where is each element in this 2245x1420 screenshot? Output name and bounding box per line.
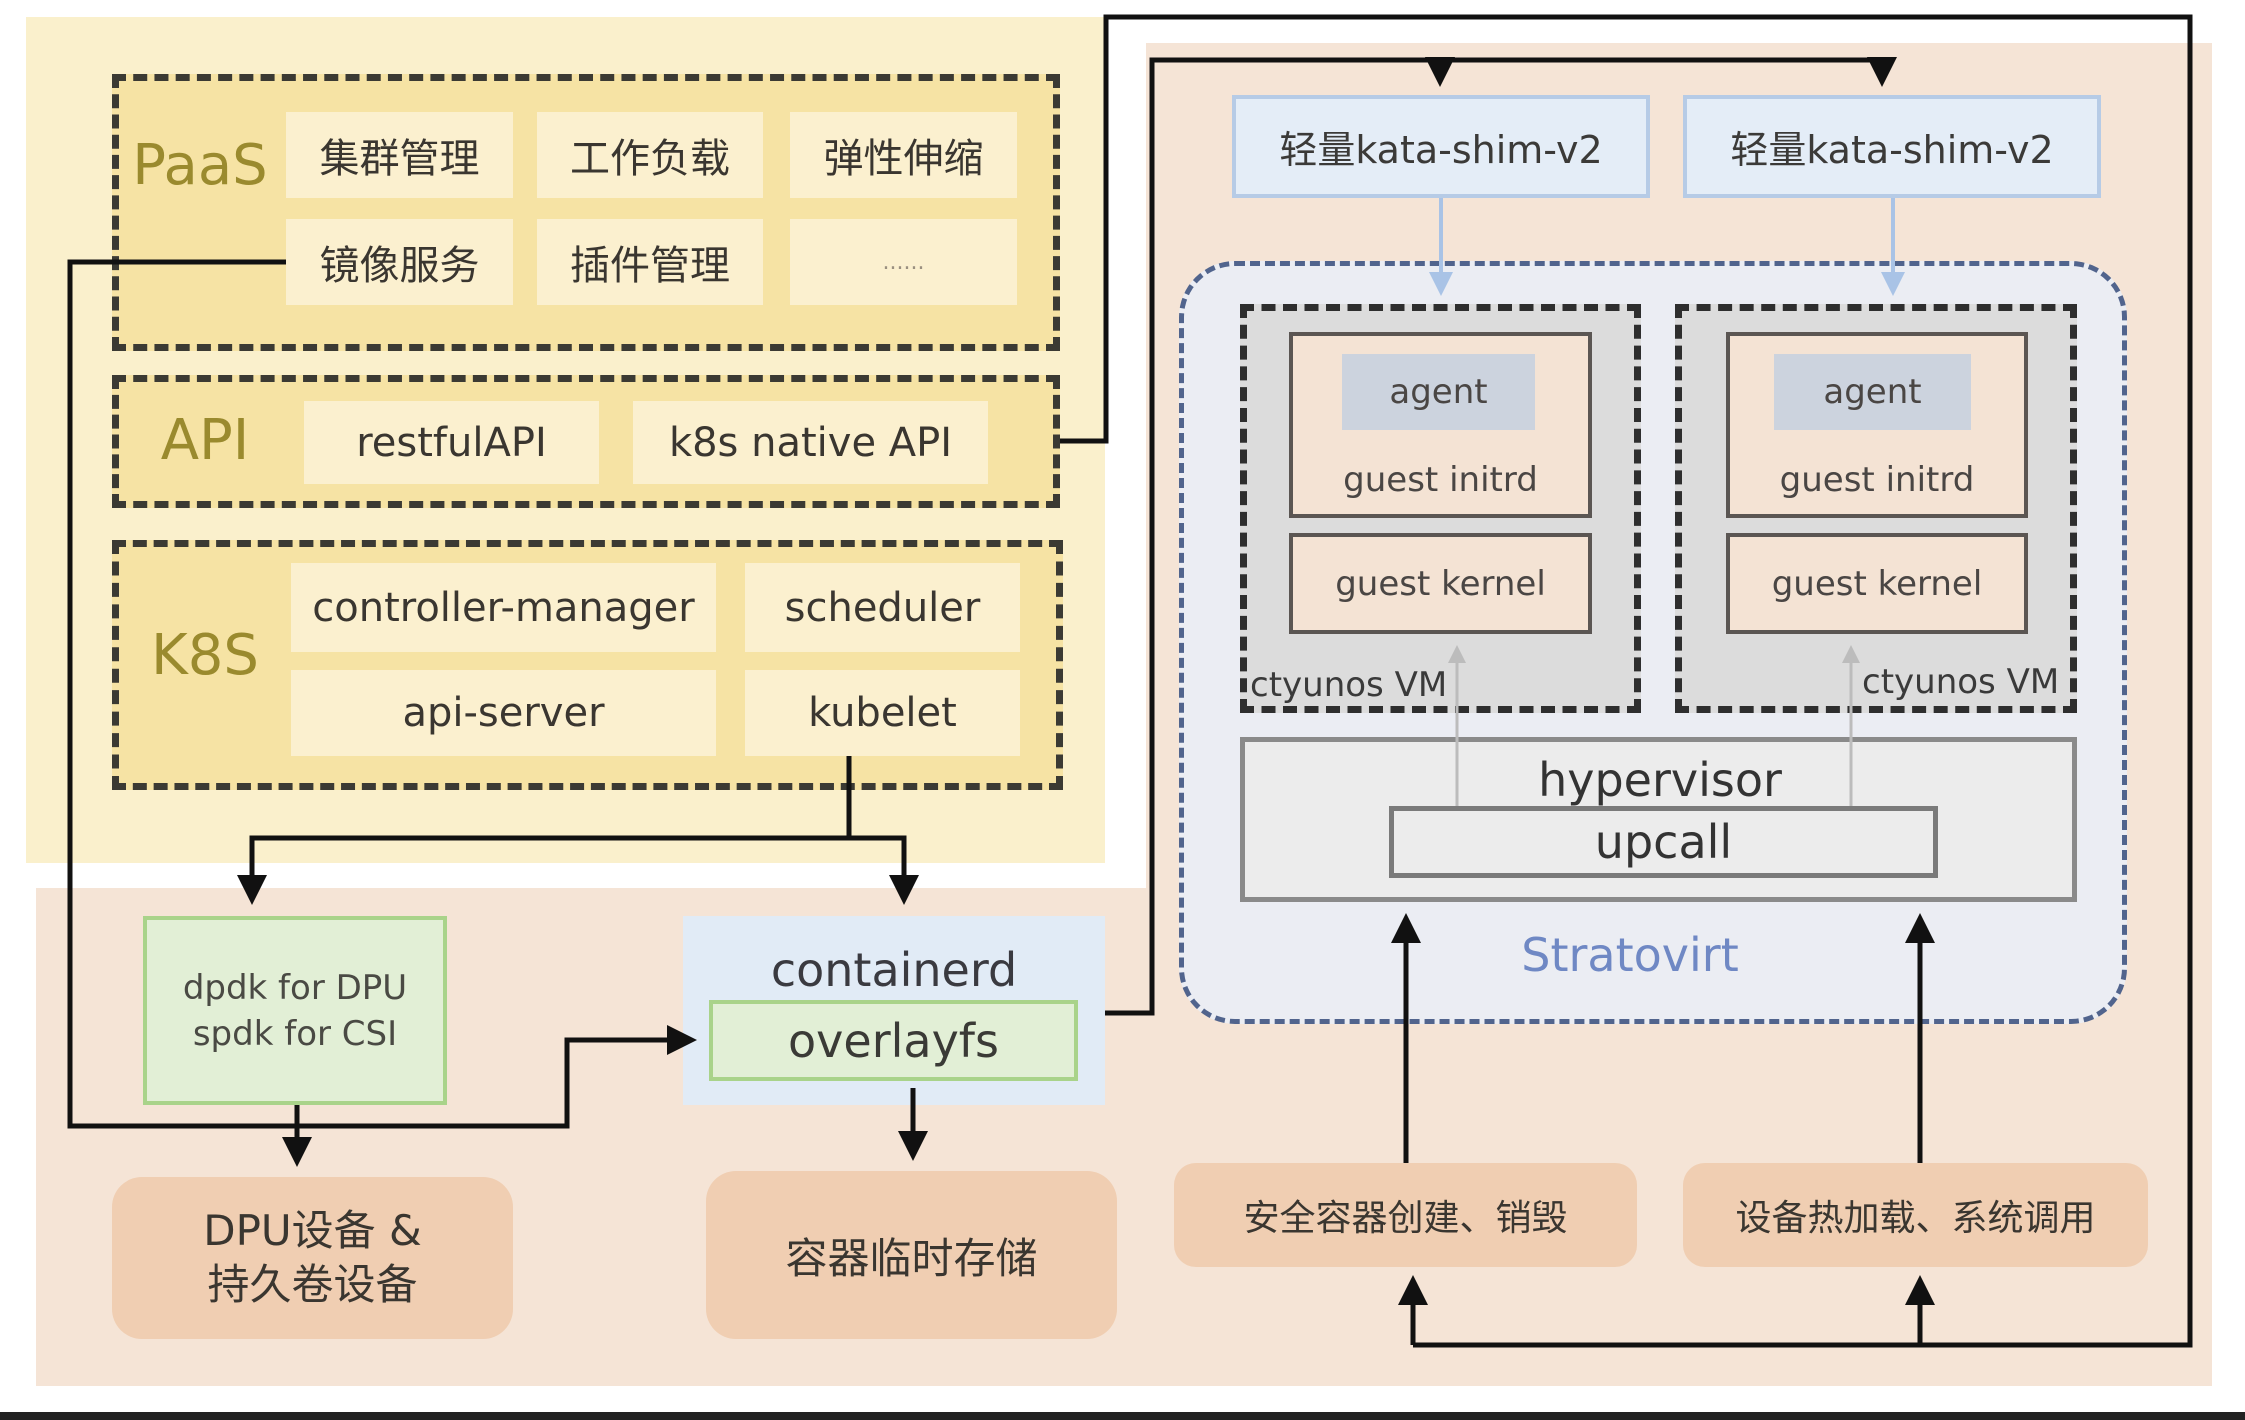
connector-containerd-to-shims	[1105, 57, 1882, 1016]
api-cell-restful: restfulAPI	[304, 401, 599, 484]
kata-shim-box-1: 轻量kata-shim-v2	[1232, 95, 1650, 198]
k8s-layer-label: K8S	[151, 622, 259, 688]
connector-kubelet-to-containerd	[849, 835, 919, 905]
dpu-device-box: DPU设备 & 持久卷设备	[112, 1177, 513, 1339]
connector-image-service-to-overlayfs	[67, 259, 697, 1129]
guest-kernel-1: guest kernel	[1289, 533, 1592, 634]
dpu-device-line1: DPU设备 &	[203, 1206, 422, 1255]
dpdk-spdk-box: dpdk for DPU spdk for CSI	[143, 916, 447, 1105]
kata-shim-box-2: 轻量kata-shim-v2	[1683, 95, 2101, 198]
agent-1: agent	[1342, 354, 1535, 430]
api-cell-k8s-native: k8s native API	[633, 401, 988, 484]
paas-layer-label: PaaS	[132, 132, 268, 198]
k8s-cell-api-server: api-server	[291, 670, 716, 756]
paas-cell-cluster-management: 集群管理	[286, 112, 513, 198]
guest-initrd-2-label: guest initrd	[1779, 460, 1975, 500]
k8s-cell-controller-manager: controller-manager	[291, 563, 716, 652]
paas-cell-autoscaling: 弹性伸缩	[790, 112, 1017, 198]
secure-container-lifecycle-box: 安全容器创建、销毁	[1174, 1163, 1637, 1267]
upcall-box: upcall	[1389, 806, 1938, 878]
overlayfs-box: overlayfs	[709, 1000, 1078, 1081]
bottom-edge-bar	[0, 1412, 2245, 1420]
k8s-cell-scheduler: scheduler	[745, 563, 1020, 652]
dpu-device-line2: 持久卷设备	[207, 1260, 418, 1309]
k8s-cell-kubelet: kubelet	[745, 670, 1020, 756]
connector-api-to-shims	[1060, 14, 2193, 1348]
guest-kernel-2: guest kernel	[1726, 533, 2028, 634]
agent-2: agent	[1774, 354, 1971, 430]
stratovirt-label: Stratovirt	[1521, 928, 1739, 982]
container-storage-box: 容器临时存储	[706, 1171, 1117, 1339]
hypervisor-label: hypervisor	[1538, 753, 1782, 807]
paas-cell-plugin-management: 插件管理	[537, 219, 763, 305]
paas-cell-image-service: 镜像服务	[286, 219, 513, 305]
connector-kubelet-to-dpdk	[237, 835, 904, 905]
containerd-label: containerd	[770, 943, 1018, 997]
paas-cell-more: ......	[790, 219, 1017, 305]
device-hotplug-syscall-box: 设备热加载、系统调用	[1683, 1163, 2148, 1267]
ctyunos-vm-2-label: ctyunos VM	[1862, 662, 2060, 702]
spdk-label: spdk for CSI	[192, 1013, 398, 1054]
guest-initrd-1-label: guest initrd	[1343, 460, 1538, 500]
api-layer-label: API	[160, 407, 250, 473]
dpdk-label: dpdk for DPU	[182, 967, 408, 1008]
ctyunos-vm-1-label: ctyunos VM	[1250, 665, 1448, 705]
paas-cell-workload: 工作负载	[537, 112, 763, 198]
